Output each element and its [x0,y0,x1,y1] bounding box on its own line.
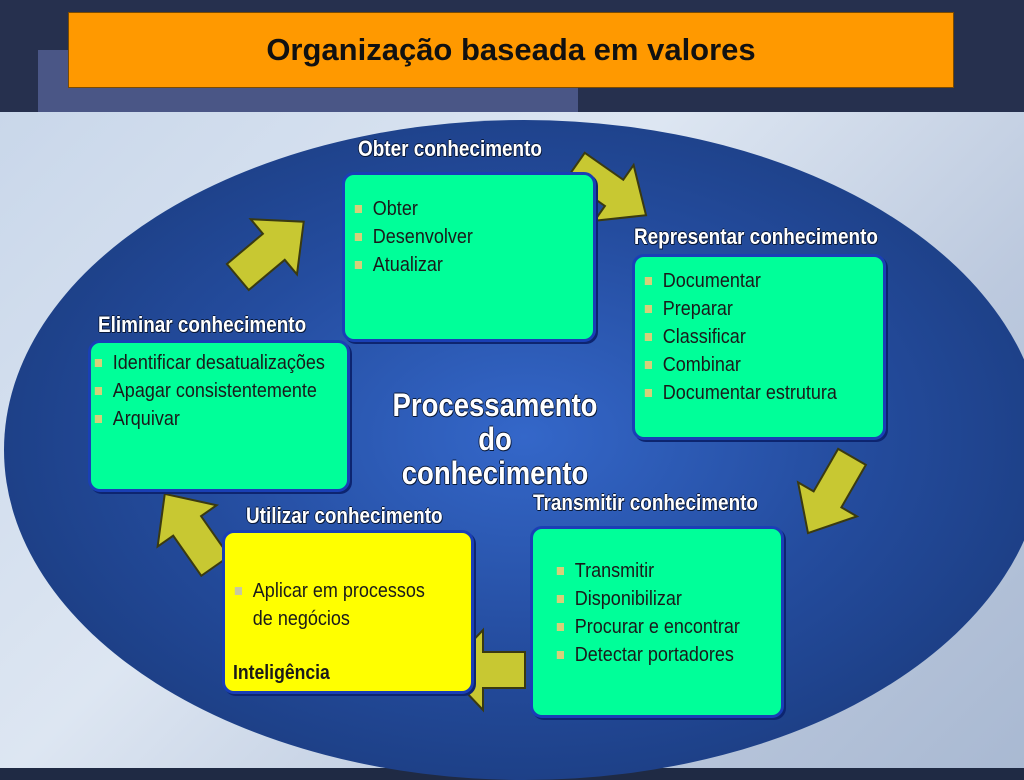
stage-title-transmitir: Transmitir conhecimento [533,490,758,515]
list-item: Disponibilizar [555,585,758,613]
list-item: Aplicar em processos [233,577,447,605]
list-item: Obter [353,195,569,223]
list-item: Arquivar [93,405,322,433]
list-item: Documentar [643,267,859,295]
center-label-line1: Processamento do [392,387,598,457]
list-item: Apagar consistentemente [93,377,322,405]
list-item: Preparar [643,295,859,323]
list-item: Documentar estrutura [643,379,859,407]
arrow-eliminar-to-obter-icon [225,218,305,292]
list-item: Detectar portadores [555,641,758,669]
center-label-line2: conhecimento [401,455,589,491]
page-title: Organização baseada em valores [266,32,756,67]
stage-title-utilizar: Utilizar conhecimento [246,503,443,528]
stage-box-utilizar: Aplicar em processos de negócios Intelig… [222,530,474,694]
stage-box-representar: Documentar Preparar Classificar Combinar… [632,254,886,440]
list-item: Procurar e encontrar [555,613,758,641]
list-item: Combinar [643,351,859,379]
intelligence-label: Inteligência [233,662,330,684]
stage-title-representar: Representar conhecimento [634,224,878,249]
list-item: Classificar [643,323,859,351]
center-label: Processamento do conhecimento [379,388,611,490]
list-item: Identificar desatualizações [93,349,325,377]
list-item: Atualizar [353,251,569,279]
stage-box-eliminar: Identificar desatualizações Apagar consi… [88,340,350,492]
stage-title-obter: Obter conhecimento [358,136,542,161]
list-item-continuation: de negócios [252,608,350,630]
title-banner: Organização baseada em valores [68,12,954,88]
arrow-representar-to-transmitir-icon [796,447,868,535]
stage-box-obter: Obter Desenvolver Atualizar [342,172,596,342]
stage-box-transmitir: Transmitir Disponibilizar Procurar e enc… [530,526,784,718]
list-item: Transmitir [555,557,758,585]
list-item: Desenvolver [353,223,569,251]
stage-title-eliminar: Eliminar conhecimento [98,312,307,337]
